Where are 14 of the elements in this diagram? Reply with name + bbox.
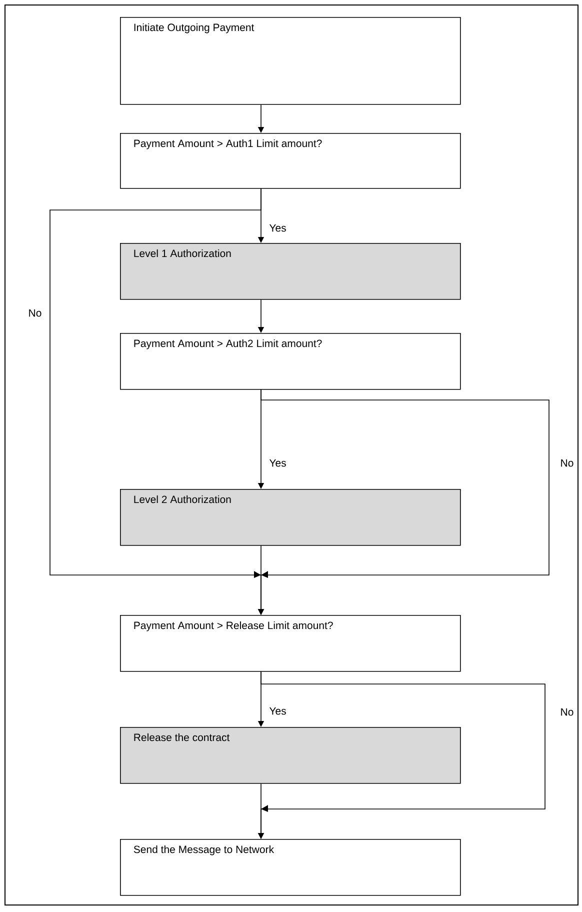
edge-label: No — [27, 308, 43, 318]
process-box: Initiate Outgoing Payment — [120, 17, 461, 105]
process-box: Payment Amount > Auth2 Limit amount? — [120, 333, 461, 390]
action-box: Release the contract — [120, 727, 461, 784]
edge-label: Yes — [268, 223, 288, 233]
process-box: Payment Amount > Release Limit amount? — [120, 615, 461, 672]
process-box: Send the Message to Network — [120, 839, 461, 896]
edge-label: No — [559, 458, 575, 468]
edge-label: Yes — [268, 706, 288, 716]
action-box: Level 1 Authorization — [120, 243, 461, 300]
edge-label: No — [559, 707, 575, 717]
edge-label: Yes — [268, 458, 288, 468]
action-box: Level 2 Authorization — [120, 489, 461, 546]
process-box: Payment Amount > Auth1 Limit amount? — [120, 133, 461, 189]
